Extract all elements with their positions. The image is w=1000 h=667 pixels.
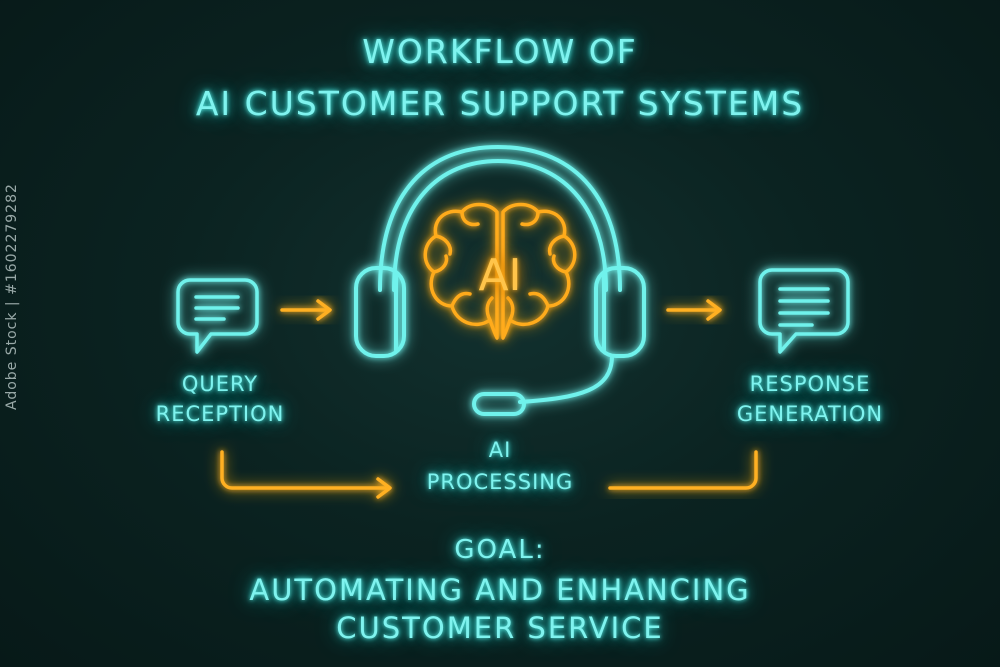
goal-line-2: CUSTOMER SERVICE bbox=[336, 611, 664, 645]
response-label-line-2: GENERATION bbox=[736, 402, 884, 426]
title-line-1: WORKFLOW OF bbox=[362, 32, 638, 71]
stock-watermark: Adobe Stock | #1602279282 bbox=[4, 183, 20, 410]
goal-heading: GOAL: bbox=[454, 535, 546, 565]
goal-line-1: AUTOMATING AND ENHANCING bbox=[249, 573, 751, 607]
query-label-line-1: QUERY bbox=[181, 372, 259, 396]
processing-label-line-1: AI bbox=[488, 438, 512, 462]
brain-icon bbox=[423, 202, 577, 340]
query-label-line-2: RECEPTION bbox=[155, 402, 285, 426]
ai-badge: AI bbox=[478, 250, 522, 301]
response-chat-icon bbox=[758, 268, 850, 354]
processing-label-line-2: PROCESSING bbox=[426, 470, 574, 494]
response-label-line-1: RESPONSE bbox=[749, 372, 871, 396]
headset-icon bbox=[354, 145, 646, 416]
title-line-2: AI CUSTOMER SUPPORT SYSTEMS bbox=[195, 84, 805, 123]
arrow-processing-label-to-generation bbox=[608, 450, 758, 490]
arrow-query-to-processing bbox=[280, 299, 332, 321]
arrow-reception-to-processing-label bbox=[220, 450, 392, 499]
arrow-processing-to-response bbox=[666, 299, 722, 321]
query-chat-icon bbox=[176, 278, 259, 354]
